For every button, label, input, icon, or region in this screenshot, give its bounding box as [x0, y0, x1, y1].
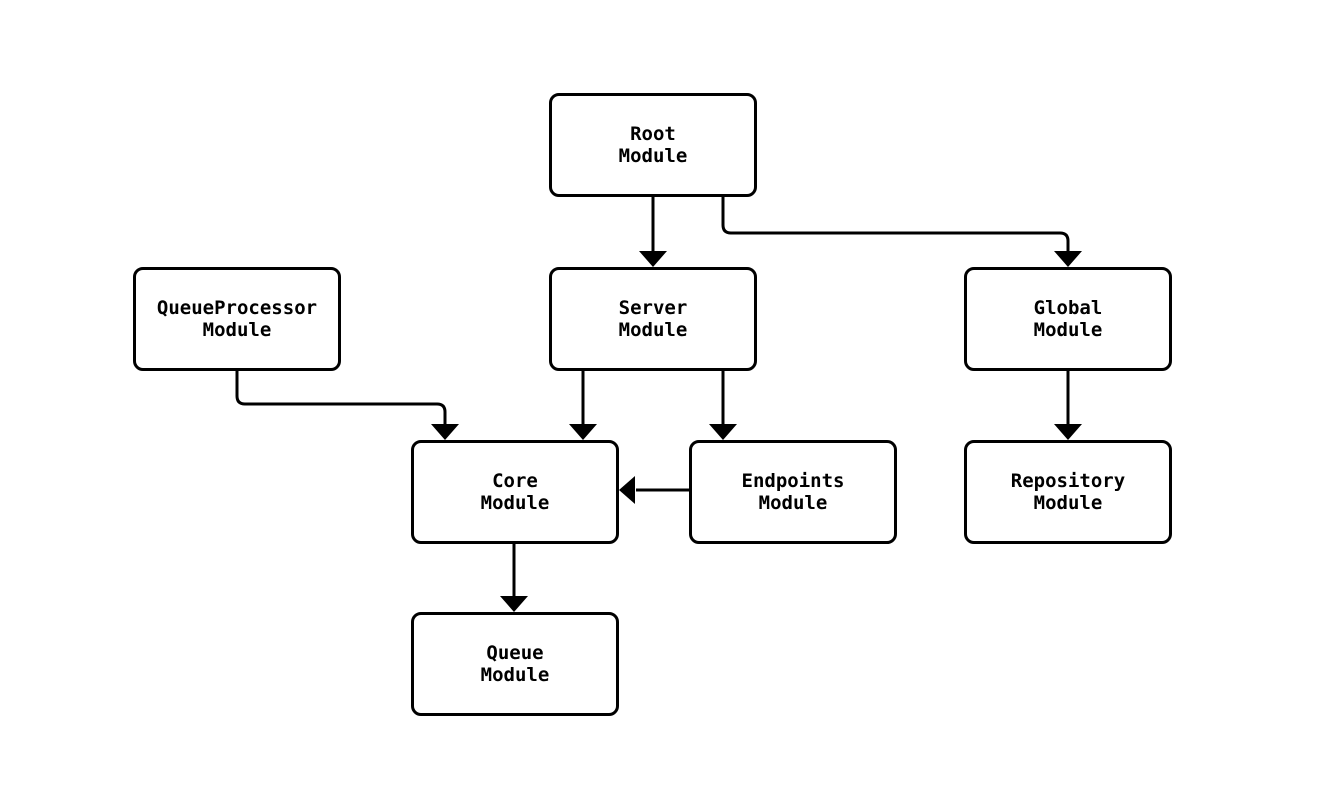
node-endpoints-module-label: Endpoints Module	[741, 470, 845, 514]
edge-queueprocessor-to-core	[235, 371, 459, 440]
node-repository-module-label: Repository Module	[1010, 470, 1126, 514]
node-server-module-label: Server Module	[618, 297, 688, 341]
edge-core-to-queue	[500, 543, 528, 612]
node-core-module: Core Module	[411, 440, 619, 544]
node-queueprocessor-module-label: QueueProcessor Module	[156, 297, 318, 341]
edge-root-to-server	[639, 197, 667, 267]
edge-endpoints-to-core	[619, 476, 689, 504]
node-repository-module: Repository Module	[964, 440, 1172, 544]
node-queue-module-label: Queue Module	[480, 642, 550, 686]
edge-server-to-endpoints	[709, 371, 737, 440]
node-global-module: Global Module	[964, 267, 1172, 371]
edge-server-to-core	[569, 371, 597, 440]
node-server-module: Server Module	[549, 267, 757, 371]
node-global-module-label: Global Module	[1033, 297, 1103, 341]
node-queueprocessor-module: QueueProcessor Module	[133, 267, 341, 371]
node-core-module-label: Core Module	[480, 470, 550, 514]
node-queue-module: Queue Module	[411, 612, 619, 716]
node-root-module-label: Root Module	[618, 123, 688, 167]
edge-global-to-repository	[1054, 371, 1082, 440]
node-root-module: Root Module	[549, 93, 757, 197]
edge-root-to-global	[721, 197, 1082, 267]
node-endpoints-module: Endpoints Module	[689, 440, 897, 544]
